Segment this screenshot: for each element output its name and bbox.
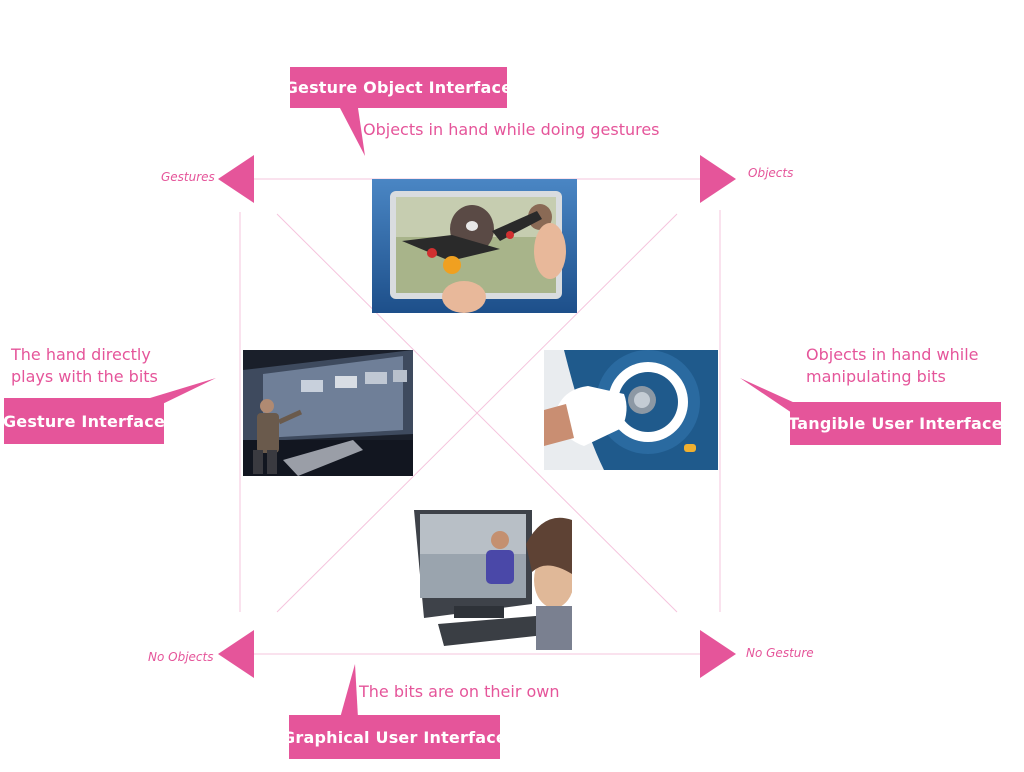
pointer-left bbox=[150, 378, 216, 410]
arrow-top-right bbox=[700, 155, 736, 203]
pointer-bottom bbox=[340, 664, 358, 718]
gesture-object-interface-label: Gesture Object Interface bbox=[285, 67, 512, 108]
arrow-bottom-right bbox=[700, 630, 736, 678]
tangible-user-interface-label: Tangible User Interface bbox=[788, 402, 1003, 445]
gesture-interface-photo bbox=[243, 350, 413, 476]
axis-label-objects: Objects bbox=[748, 166, 794, 180]
gesture-interface-description-line-2: plays with the bits bbox=[11, 367, 158, 386]
axis-label-no-objects: No Objects bbox=[148, 650, 214, 664]
arrow-top-left bbox=[218, 155, 254, 203]
tangible-interface-description-line-2: manipulating bits bbox=[806, 367, 946, 386]
pointer-top bbox=[340, 108, 365, 156]
diagonal-line-2 bbox=[276, 213, 678, 613]
tangible-interface-description-line-1: Objects in hand while bbox=[806, 345, 979, 364]
gesture-object-description: Objects in hand while doing gestures bbox=[363, 120, 660, 139]
gesture-object-photo bbox=[372, 179, 577, 313]
gesture-interface-description: The hand directly plays with the bits bbox=[11, 344, 158, 388]
gesture-interface-label: Gesture Interface bbox=[3, 398, 165, 444]
tangible-interface-photo bbox=[544, 350, 718, 470]
tangible-interface-description: Objects in hand while manipulating bits bbox=[806, 344, 979, 388]
graphical-user-interface-label: Graphical User Interface bbox=[282, 715, 507, 759]
axis-label-gestures: Gestures bbox=[161, 170, 215, 184]
arrow-bottom-left bbox=[218, 630, 254, 678]
axis-label-no-gesture: No Gesture bbox=[746, 646, 814, 660]
gesture-interface-description-line-1: The hand directly bbox=[11, 345, 151, 364]
graphical-interface-description: The bits are on their own bbox=[359, 682, 560, 701]
pointer-right bbox=[740, 378, 795, 415]
graphical-interface-photo bbox=[414, 510, 572, 650]
